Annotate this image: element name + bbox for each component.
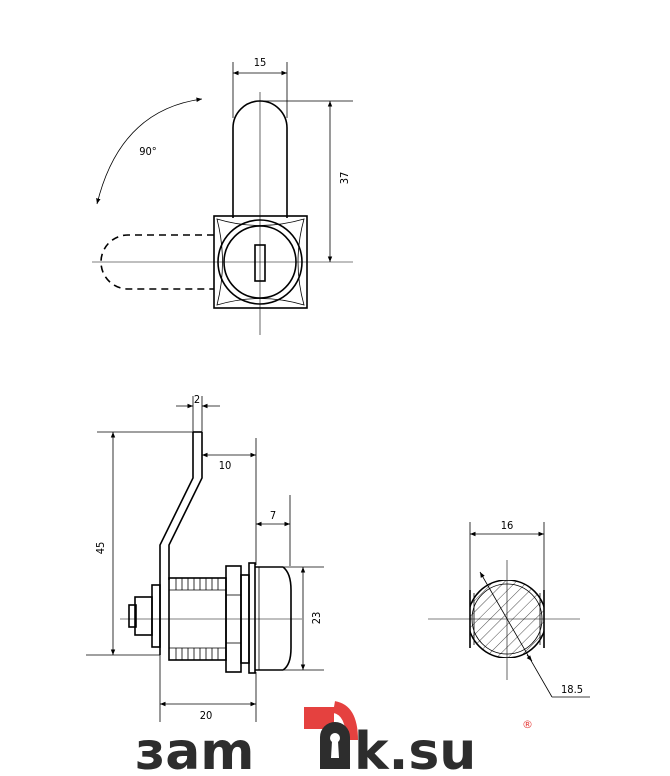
registered-mark: ®: [522, 718, 533, 731]
thickness-dimension-label: 2: [194, 393, 200, 406]
section-diameter-label: 18.5: [561, 683, 583, 696]
zamok-logo: зam k.su ®: [135, 701, 533, 776]
cam-arm: [159, 432, 203, 655]
head-depth-dimension-label: 7: [270, 509, 276, 522]
body-length-dimension-label: 20: [200, 709, 213, 722]
rotated-tongue-dashed: [100, 234, 214, 290]
total-height-dimension-label: 45: [94, 542, 107, 555]
height-dimension-label: 37: [338, 172, 351, 185]
logo-accent-block: [304, 707, 334, 729]
shaft-nut: [134, 596, 153, 636]
side-view: 2 10 7 45 23 20: [86, 393, 324, 722]
rotation-arrow: [96, 97, 203, 205]
logo-text-suffix: k.su: [354, 722, 476, 776]
section-width-dimension-label: 16: [501, 519, 514, 532]
section-diameter-leader: [479, 571, 553, 698]
offset-dimension-label: 10: [219, 459, 232, 472]
rotation-label: 90°: [139, 145, 157, 158]
lock-head: [255, 566, 292, 671]
thread-teeth: [169, 578, 226, 660]
logo-accent-arc: [332, 701, 358, 741]
head-diameter-dimension-label: 23: [310, 612, 323, 625]
keyhole-icon: [320, 722, 350, 769]
section-view: 16 18.5: [428, 519, 590, 698]
width-dimension-label: 15: [254, 56, 267, 69]
logo-text: зam: [135, 722, 255, 776]
top-view: 15 37 90°: [92, 56, 353, 335]
